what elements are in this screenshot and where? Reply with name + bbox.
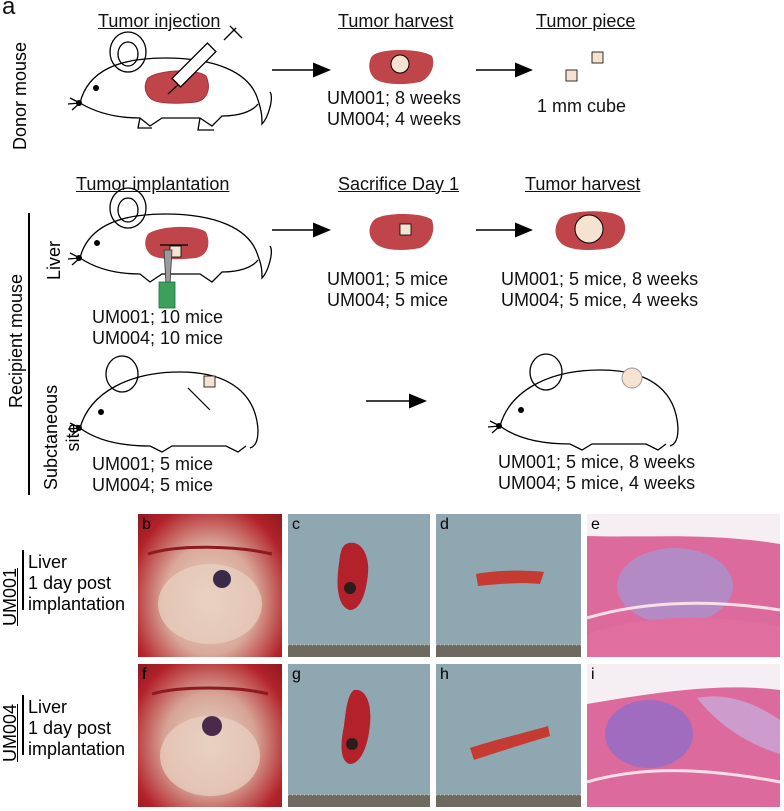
eye-icon — [93, 85, 99, 91]
nose-icon — [496, 423, 502, 429]
photo-liver-section: d — [436, 514, 581, 657]
mouse-icon — [68, 356, 258, 452]
panel-label: i — [591, 666, 595, 684]
tumor-core-icon — [391, 55, 409, 73]
photo-surgery-liver: f — [138, 664, 282, 807]
panel-label: d — [440, 516, 449, 534]
panel-label: g — [292, 666, 301, 684]
panel-label: e — [591, 516, 600, 534]
eye-icon — [94, 240, 100, 246]
schematic-diagram — [0, 0, 784, 500]
photo-liver-specimen: c — [288, 514, 430, 657]
eye-icon — [518, 407, 524, 413]
photo-surgery-liver: b — [138, 514, 282, 657]
panel-label: b — [142, 516, 151, 534]
panel-label: h — [440, 666, 449, 684]
nose-icon — [76, 255, 82, 261]
photo-liver-specimen: g — [288, 664, 430, 807]
mouse-icon — [488, 354, 678, 450]
incision-line — [188, 388, 210, 410]
caption-line: Liver — [28, 552, 125, 573]
caption-line: 1 day post — [28, 718, 125, 739]
photo-row-2-caption: Liver 1 day post implantation — [28, 697, 125, 760]
nose-icon — [76, 100, 82, 106]
caption-line: Liver — [28, 697, 125, 718]
photo-liver-section: h — [436, 664, 581, 807]
photo-row-1-caption: Liver 1 day post implantation — [28, 552, 125, 615]
eye-icon — [98, 409, 104, 415]
subq-tumor-icon — [622, 368, 642, 388]
tumor-piece-icon — [592, 52, 603, 63]
tumor-piece-icon — [400, 224, 411, 235]
nose-icon — [76, 425, 82, 431]
tumor-piece-icon — [204, 376, 215, 387]
tumor-piece-icon — [566, 70, 577, 81]
caption-line: implantation — [28, 594, 125, 615]
photo-he-histology: e — [587, 514, 780, 657]
tumor-core-icon — [575, 215, 603, 243]
panel-label: f — [142, 666, 146, 684]
caption-line: implantation — [28, 739, 125, 760]
photo-he-histology: i — [587, 664, 780, 807]
photo-row-1-bracket — [22, 550, 24, 610]
photo-row-2-bracket — [22, 695, 24, 755]
caption-line: 1 day post — [28, 573, 125, 594]
panel-label: c — [292, 516, 300, 534]
